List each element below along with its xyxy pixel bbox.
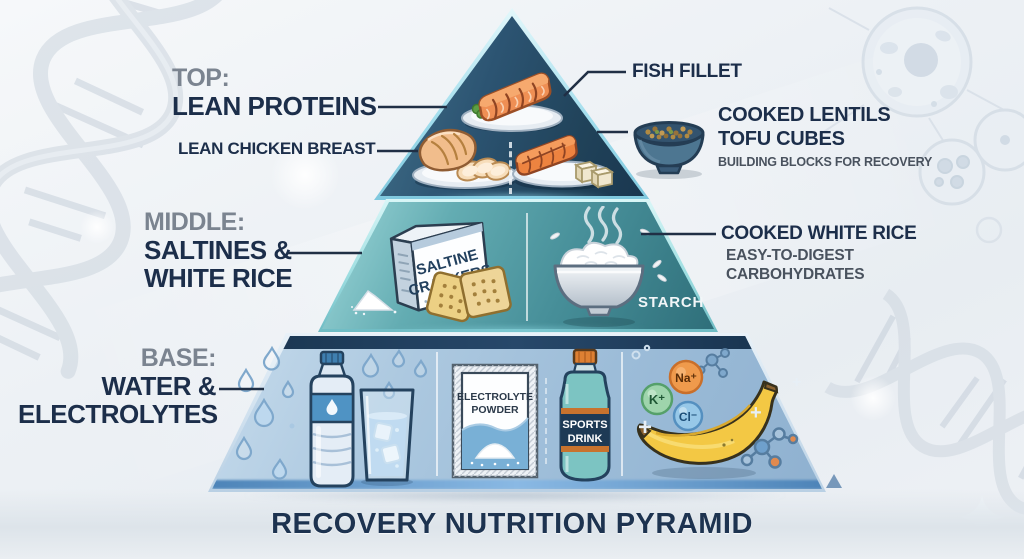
callout-cooked-lentils: COOKED LENTILS xyxy=(718,104,891,126)
top-tier-heading: TOP: xyxy=(172,64,230,92)
rice-bowl-icon xyxy=(533,206,673,330)
bottom-band xyxy=(0,489,1024,559)
base-tier-title-1: WATER & xyxy=(101,371,217,401)
middle-tier-title-1: SALTINES & xyxy=(144,235,292,265)
electrolyte-packet-label-2: POWDER xyxy=(471,404,519,416)
base-tier-title-2: ELECTROLYTES xyxy=(18,399,218,429)
triangle-sparkle-icon xyxy=(826,474,842,488)
tier-base-divider-1 xyxy=(436,352,438,476)
crackers-icon xyxy=(418,264,518,326)
svg-text:+: + xyxy=(750,402,762,424)
water-droplets-mid-icon xyxy=(357,349,433,405)
water-bottle-icon xyxy=(301,350,363,490)
tier-top-divider xyxy=(509,142,512,194)
sports-drink-icon: SPORTS DRINK xyxy=(553,348,617,486)
starch-label: STARCH xyxy=(638,294,705,311)
ion-chloride-label: Cl⁻ xyxy=(679,410,697,424)
dna-helix-bottom-right-icon xyxy=(793,239,1024,559)
sports-drink-label-1: SPORTS xyxy=(562,419,607,431)
salmon-tofu-plate-icon xyxy=(508,122,620,194)
salt-pile-icon xyxy=(350,286,400,316)
tier-base-divider-2 xyxy=(621,352,623,476)
bubbles xyxy=(631,344,651,360)
salmon-plate-icon xyxy=(452,62,572,136)
steam xyxy=(583,206,623,245)
water-glass-icon xyxy=(353,386,421,488)
chicken-plate-icon xyxy=(408,122,523,194)
ion-potassium-icon: K⁺ xyxy=(640,382,674,416)
top-tier-labels: TOP: LEAN PROTEINS xyxy=(172,64,377,121)
callout-easy-to-digest: EASY-TO-DIGEST xyxy=(726,247,854,264)
tier-base-top-band xyxy=(212,336,822,349)
ion-chloride-icon: Cl⁻ xyxy=(672,400,704,432)
electrolyte-packet-icon: ELECTROLYTE POWDER xyxy=(450,360,542,482)
lentils-tofu-labels: COOKED LENTILS TOFU CUBES BUILDING BLOCK… xyxy=(718,103,932,169)
tofu-cubes xyxy=(573,161,615,189)
tier-base-divider-dotted xyxy=(545,378,547,464)
molecule-small-icon xyxy=(696,348,730,378)
electrolytes-banana-group: Na⁺ K⁺ Cl⁻ + + + xyxy=(626,341,808,485)
infographic-title: RECOVERY NUTRITION PYRAMID xyxy=(271,508,753,540)
callout-fish-fillet: FISH FILLET xyxy=(632,61,742,82)
callout-building-blocks-note: BUILDING BLOCKS FOR RECOVERY xyxy=(718,155,933,169)
ice-cubes xyxy=(373,422,402,465)
connector-fish-fillet xyxy=(563,70,626,97)
base-tier-heading: BASE: xyxy=(140,344,217,372)
tier-base-bottom-glow xyxy=(212,480,822,489)
rice-grains xyxy=(550,228,667,282)
callout-tofu-cubes: TOFU CUBES xyxy=(718,128,845,150)
callout-cooked-white-rice: COOKED WHITE RICE xyxy=(721,223,917,244)
middle-tier-title-2: WHITE RICE xyxy=(144,263,293,293)
molecule-large-icon xyxy=(740,427,799,469)
water-droplets-left-icon xyxy=(228,342,306,488)
callout-lean-chicken-breast: LEAN CHICKEN BREAST xyxy=(178,139,376,158)
ion-sodium-icon: Na⁺ xyxy=(668,359,704,395)
base-tier-labels: BASE: WATER & ELECTROLYTES xyxy=(18,344,218,429)
svg-text:+: + xyxy=(792,374,801,391)
ion-potassium-label: K⁺ xyxy=(649,392,665,407)
tier-middle-divider xyxy=(526,213,528,321)
lentils xyxy=(645,126,693,140)
lentil-bowl-icon xyxy=(626,106,712,182)
cells-top-right-icon xyxy=(809,0,1024,250)
sports-drink-label-2: DRINK xyxy=(568,433,603,445)
white-rice-labels: COOKED WHITE RICE EASY-TO-DIGEST CARBOHY… xyxy=(721,222,917,284)
middle-tier-labels: MIDDLE: SALTINES & WHITE RICE xyxy=(144,208,293,293)
ion-sodium-label: Na⁺ xyxy=(675,371,697,385)
electrolyte-packet-label-1: ELECTROLYTE xyxy=(457,391,533,403)
plus-signs: + + + xyxy=(638,374,801,441)
svg-text:+: + xyxy=(638,414,652,441)
middle-tier-heading: MIDDLE: xyxy=(144,208,245,236)
top-tier-title: LEAN PROTEINS xyxy=(172,91,377,121)
dna-helix-top-left-icon xyxy=(0,0,300,411)
callout-carbohydrates: CARBOHYDRATES xyxy=(726,266,865,283)
